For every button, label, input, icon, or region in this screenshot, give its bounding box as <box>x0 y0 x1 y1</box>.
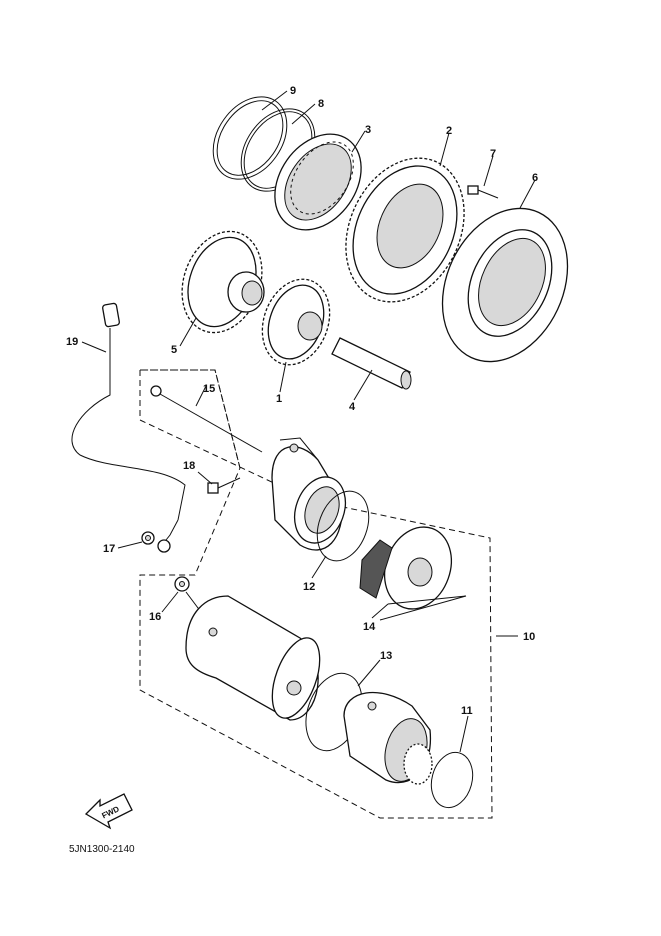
rear-cover-part <box>343 691 433 785</box>
callout-17: 17 <box>103 543 115 555</box>
callout-15: 15 <box>203 383 215 395</box>
callout-11: 11 <box>461 705 473 717</box>
callout-7: 7 <box>490 148 496 160</box>
callout-14: 14 <box>363 621 376 633</box>
fwd-arrow-icon: FWD <box>84 793 133 830</box>
housing-plate-part <box>441 207 569 363</box>
callout-12: 12 <box>303 581 315 593</box>
o-ring-11-part <box>430 751 474 809</box>
idler-gear-part <box>181 230 265 334</box>
leader-lines <box>81 90 536 753</box>
callout-8: 8 <box>318 98 324 110</box>
callout-3: 3 <box>365 124 371 136</box>
starter-motor-body-part <box>185 595 321 721</box>
callout-19: 19 <box>66 336 78 348</box>
callout-16: 16 <box>149 611 161 623</box>
callout-13: 13 <box>380 650 392 662</box>
diagram-code: 5JN1300-2140 <box>69 844 135 855</box>
callout-18: 18 <box>183 460 195 472</box>
callout-9: 9 <box>290 85 296 97</box>
one-way-clutch-part <box>274 133 362 231</box>
nut-16-part <box>174 576 211 625</box>
shaft-part <box>331 337 412 390</box>
o-ring-12-part <box>316 490 370 562</box>
callout-2: 2 <box>446 125 452 137</box>
front-cover-part <box>271 437 347 551</box>
callout-6: 6 <box>532 172 538 184</box>
clutch-gear-part <box>345 157 465 303</box>
small-gear-part <box>261 278 331 366</box>
brush-holder-part <box>359 526 467 621</box>
callout-10: 10 <box>523 631 535 643</box>
callout-1: 1 <box>276 393 282 405</box>
snap-ring-part <box>212 96 288 180</box>
nut-part <box>141 531 155 545</box>
lead-wire-part <box>71 302 186 553</box>
subassembly-outline <box>140 369 241 469</box>
long-bolt-part <box>150 385 263 453</box>
callout-4: 4 <box>349 401 356 413</box>
callout-5: 5 <box>171 344 177 356</box>
bolt-part <box>467 185 499 199</box>
small-bolt-part <box>207 477 241 494</box>
